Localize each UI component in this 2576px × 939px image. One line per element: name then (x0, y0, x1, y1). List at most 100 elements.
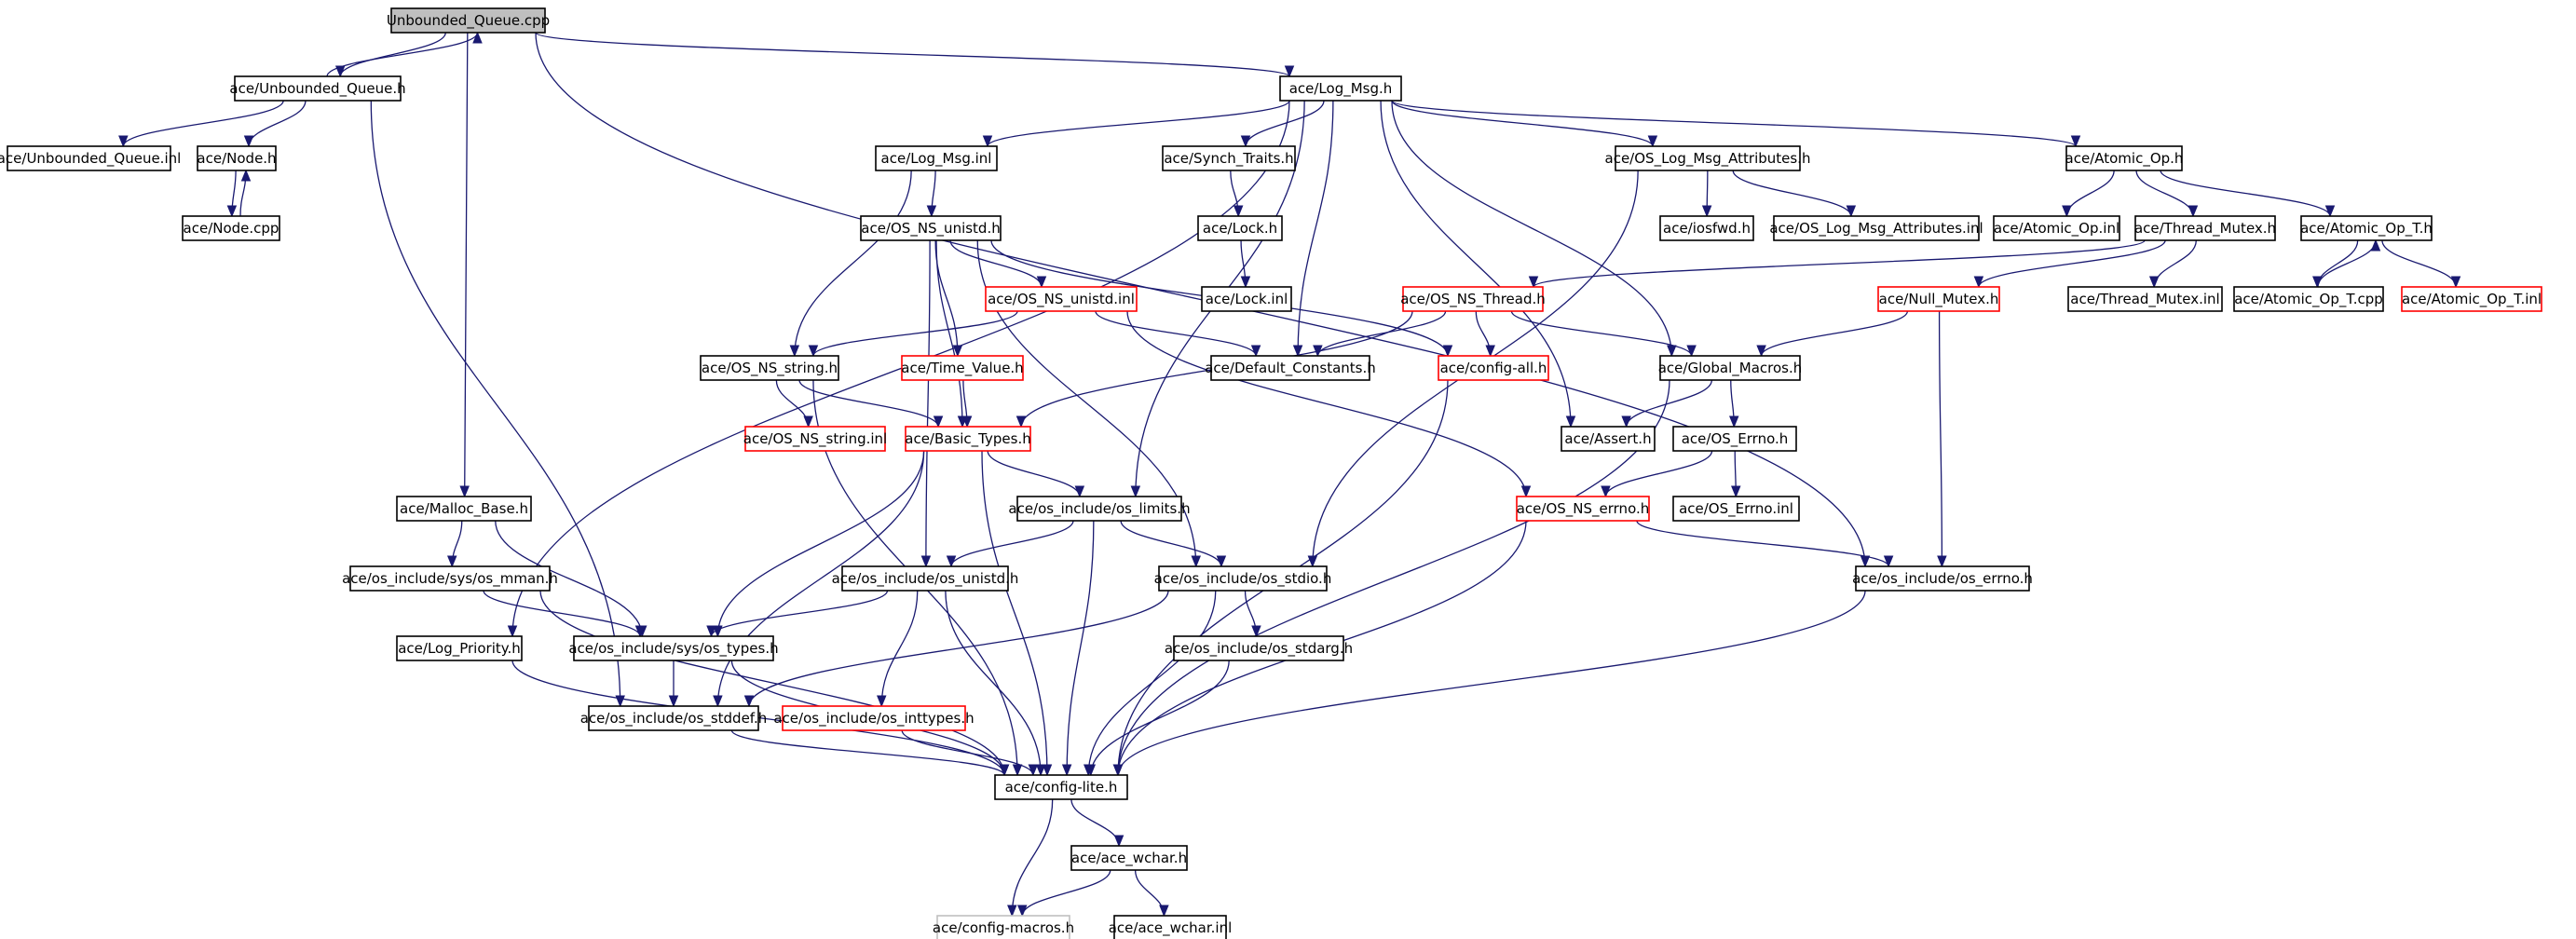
edge-thread-mutex-h-to-osns-thread-h (1528, 239, 2146, 289)
edge-osns-unistd-inl-to-default-const (1095, 310, 1261, 358)
edge-line (1134, 869, 1165, 917)
node-osns-string-h[interactable]: ace/OS_NS_string.h (700, 355, 839, 381)
edge-null-mutex-h-to-global-macros (1756, 310, 1909, 358)
node-global-macros[interactable]: ace/Global_Macros.h (1658, 355, 1803, 381)
edge-malloc-base-to-os-mman (447, 520, 463, 568)
edge-os-stdarg-to-config-lite (1085, 660, 1230, 777)
edge-arrowhead (1250, 345, 1261, 358)
node-os-errno-inl[interactable]: ace/OS_Errno.inl (1672, 496, 1800, 522)
node-os-stdio[interactable]: ace/os_include/os_stdio.h (1154, 565, 1332, 592)
node-box (1113, 915, 1227, 939)
edge-arrowhead (920, 555, 932, 568)
edge-line (880, 590, 919, 707)
node-log-priority[interactable]: ace/Log_Priority.h (396, 635, 523, 661)
node-ace-wchar-h[interactable]: ace/ace_wchar.h (1070, 845, 1188, 871)
edge-line (794, 170, 912, 357)
node-os-errno-h[interactable]: ace/OS_Errno.h (1672, 426, 1797, 452)
edge-line (1391, 100, 1672, 357)
edge-arrowhead (1846, 205, 1857, 218)
node-osns-errno-h[interactable]: ace/OS_NS_errno.h (1516, 496, 1650, 522)
node-node-h[interactable]: ace/Node.h (197, 145, 277, 171)
node-atomic-t-h[interactable]: ace/Atomic_Op_T.h (2300, 215, 2433, 241)
edge-line (2381, 239, 2457, 288)
node-box (860, 215, 1002, 241)
node-box (2134, 215, 2276, 241)
node-atomic-t-inl[interactable]: ace/Atomic_Op_T.inl (2401, 286, 2542, 312)
node-thread-mutex-h[interactable]: ace/Thread_Mutex.h (2134, 215, 2276, 241)
node-config-macros[interactable]: ace/config-macros.h (933, 915, 1074, 939)
node-logmsg-h[interactable]: ace/Log_Msg.h (1279, 75, 1402, 102)
node-basic-types[interactable]: ace/Basic_Types.h (905, 426, 1031, 452)
edge-arrowhead (713, 695, 723, 708)
node-uq-inl[interactable]: ace/Unbounded_Queue.inl (0, 145, 181, 171)
node-config-all[interactable]: ace/config-all.h (1438, 355, 1549, 381)
node-os-errno-inc[interactable]: ace/os_include/os_errno.h (1852, 565, 2033, 592)
edge-arrowhead (706, 625, 716, 638)
node-os-unistd[interactable]: ace/os_include/os_unistd.h (832, 565, 1019, 592)
node-os-stdarg[interactable]: ace/os_include/os_stdarg.h (1165, 635, 1353, 661)
node-osns-unistd-h[interactable]: ace/OS_NS_unistd.h (860, 215, 1002, 241)
node-os-limits[interactable]: ace/os_include/os_limits.h (1008, 496, 1191, 522)
edge-line (901, 729, 1034, 776)
edge-arrowhead (1240, 135, 1251, 148)
node-box (573, 635, 774, 661)
node-osns-thread-h[interactable]: ace/OS_NS_Thread.h (1400, 286, 1546, 312)
edge-osns-unistd-inl-to-osns-errno-h (1126, 310, 1532, 498)
edge-arrowhead (743, 695, 755, 708)
edge-logmsg-h-to-synch-traits (1240, 100, 1325, 148)
node-oslogattr-inl[interactable]: ace/OS_Log_Msg_Attributes.inl (1769, 215, 1983, 241)
edge-line (1021, 869, 1111, 917)
edge-arrowhead (243, 135, 254, 148)
node-synch-traits[interactable]: ace/Synch_Traits.h (1162, 145, 1296, 171)
node-os-stddef[interactable]: ace/os_include/os_stddef.h (580, 705, 768, 731)
node-os-inttypes[interactable]: ace/os_include/os_inttypes.h (773, 705, 975, 731)
node-node-cpp[interactable]: ace/Node.cpp (182, 215, 280, 241)
node-box (1162, 145, 1296, 171)
node-default-const[interactable]: ace/Default_Constants.h (1205, 355, 1376, 381)
node-logmsg-inl[interactable]: ace/Log_Msg.inl (875, 145, 998, 171)
node-label: ace/Default_Constants.h (1205, 360, 1376, 377)
node-oslogattr-h[interactable]: ace/OS_Log_Msg_Attributes.h (1605, 145, 1811, 171)
node-label: ace/config-all.h (1440, 360, 1547, 376)
node-src[interactable]: Unbounded_Queue.cpp (387, 7, 550, 34)
node-osns-string-inl[interactable]: ace/OS_NS_string.inl (743, 426, 887, 452)
edge-arrowhead (1035, 764, 1046, 777)
node-os-types[interactable]: ace/os_include/sys/os_types.h (568, 635, 779, 661)
node-atomic-h[interactable]: ace/Atomic_Op.h (2065, 145, 2184, 171)
node-thread-mutex-inl[interactable]: ace/Thread_Mutex.inl (2067, 286, 2223, 312)
node-iosfwd[interactable]: ace/iosfwd.h (1659, 215, 1754, 241)
node-osns-unistd-inl[interactable]: ace/OS_NS_unistd.inl (985, 286, 1138, 312)
edge-line (1938, 310, 1943, 567)
edge-os-limits-to-os-unistd (946, 520, 1074, 568)
edge-arrowhead (334, 65, 346, 78)
edge-line (987, 450, 1081, 497)
node-lock-h[interactable]: ace/Lock.h (1197, 215, 1283, 241)
edge-arrowhead (2148, 276, 2160, 289)
node-config-lite[interactable]: ace/config-lite.h (994, 774, 1128, 800)
node-ace-wchar-inl[interactable]: ace/ace_wchar.inl (1109, 915, 1233, 939)
edge-line (2317, 239, 2377, 288)
edge-line (535, 32, 1290, 77)
node-label: ace/os_include/sys/os_types.h (568, 640, 778, 658)
edge-line (949, 239, 1043, 288)
edge-arrowhead (1729, 415, 1739, 429)
edge-osns-thread-h-to-global-macros (1510, 310, 1697, 358)
node-label: ace/OS_Errno.h (1682, 430, 1789, 448)
edge-thread-mutex-h-to-null-mutex-h (1973, 239, 2166, 289)
node-null-mutex-h[interactable]: ace/Null_Mutex.h (1877, 286, 2000, 312)
node-assert-h[interactable]: ace/Assert.h (1561, 426, 1656, 452)
node-atomic-inl[interactable]: ace/Atomic_Op.inl (1993, 215, 2120, 241)
node-box (1672, 496, 1800, 522)
node-atomic-t-cpp[interactable]: ace/Atomic_Op_T.cpp (2233, 286, 2384, 312)
node-os-mman[interactable]: ace/os_include/sys/os_mman.h (342, 565, 558, 592)
edge-arrowhead (946, 555, 957, 568)
node-time-value-h[interactable]: ace/Time_Value.h (901, 355, 1024, 381)
edge-line (511, 100, 1290, 637)
node-uq-h[interactable]: ace/Unbounded_Queue.h (229, 75, 406, 102)
edge-arrowhead (877, 695, 887, 708)
node-malloc-base[interactable]: ace/Malloc_Base.h (396, 496, 532, 522)
edge-os-unistd-to-os-inttypes (877, 590, 919, 708)
node-lock-inl[interactable]: ace/Lock.inl (1201, 286, 1292, 312)
edge-oslogattr-h-to-iosfwd (1701, 170, 1712, 218)
node-label: ace/Atomic_Op_T.inl (2402, 291, 2542, 308)
